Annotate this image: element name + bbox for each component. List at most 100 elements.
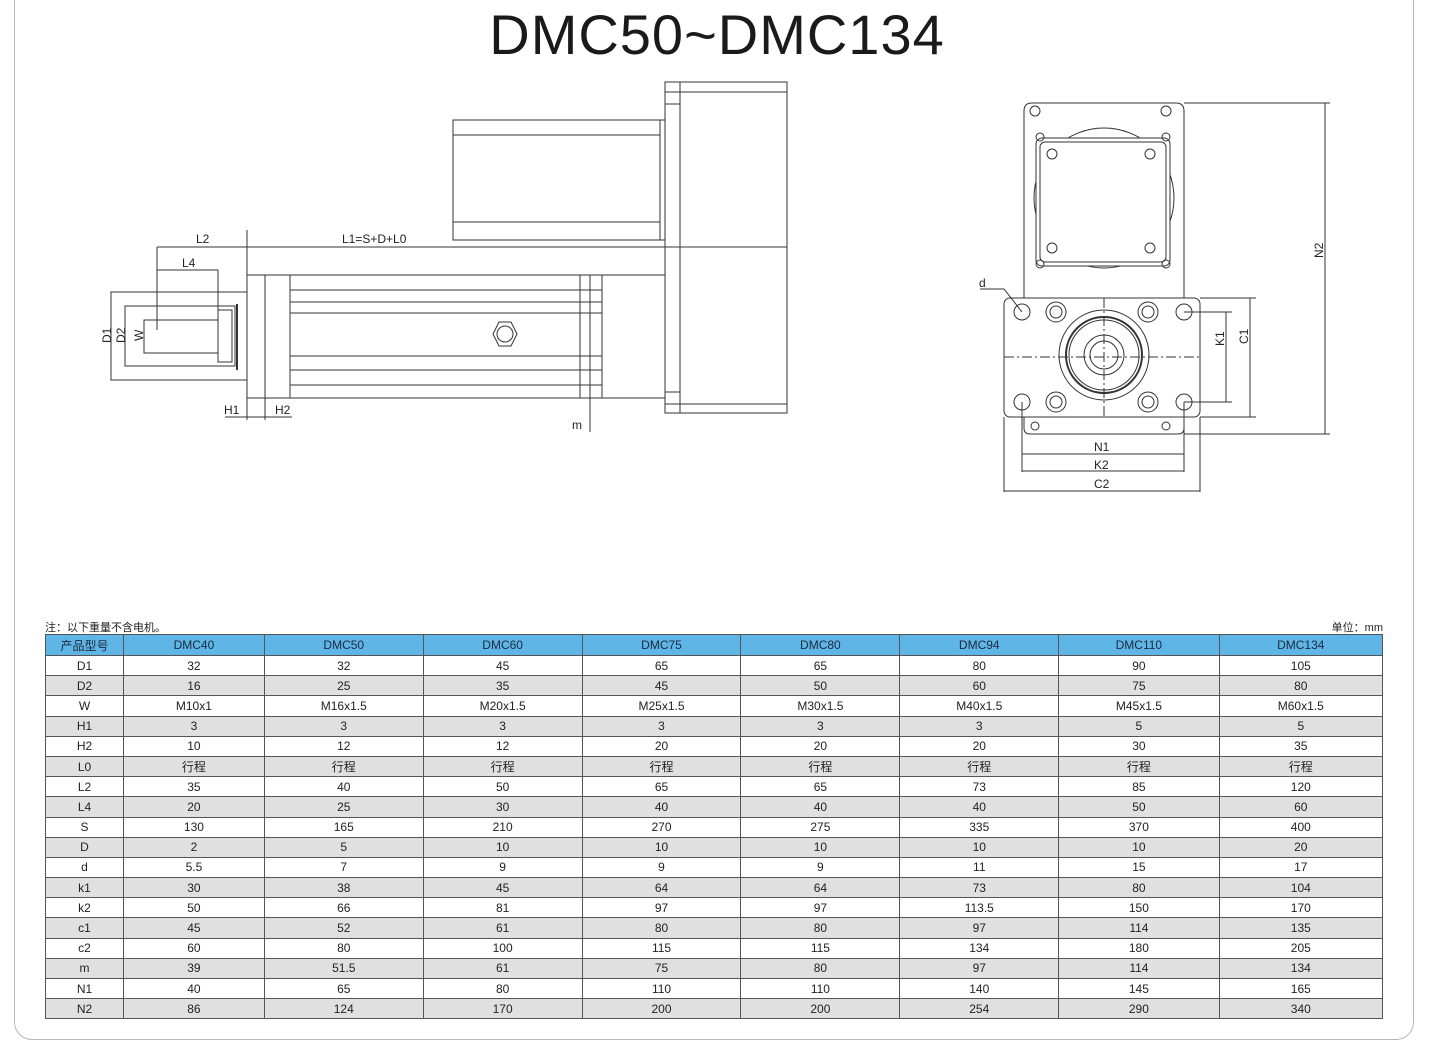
table-cell: 行程: [581, 755, 742, 778]
table-cell: 110: [740, 977, 901, 1000]
table-cell: 3: [899, 715, 1060, 737]
table-cell: 3: [740, 715, 901, 737]
label-H2: H2: [275, 403, 291, 417]
table-cell: 30: [123, 877, 265, 899]
table-cell: 38: [263, 877, 424, 899]
table-cell: 80: [1218, 675, 1384, 697]
table-cell: 61: [422, 957, 583, 980]
table-cell: 134: [899, 937, 1060, 959]
table-cell: 65: [581, 654, 742, 677]
table-cell: 10: [1058, 836, 1220, 858]
table-cell: 81: [422, 897, 583, 919]
table-cell: 25: [263, 796, 424, 818]
table-cell: M45x1.5: [1058, 695, 1220, 717]
table-cell: 行程: [1218, 755, 1384, 778]
label-L1: L1=S+D+L0: [342, 232, 407, 246]
table-cell: 60: [899, 675, 1060, 697]
table-cell: 80: [740, 957, 901, 980]
table-cell: 270: [581, 816, 742, 838]
table-cell: 9: [581, 856, 742, 879]
table-cell: 12: [263, 735, 424, 757]
table-cell: 30: [1058, 735, 1220, 757]
table-cell: 50: [123, 897, 265, 919]
page-frame: [14, 0, 1414, 1040]
table-cell: 50: [740, 675, 901, 697]
table-cell: M25x1.5: [581, 695, 742, 717]
table-cell: 114: [1058, 917, 1220, 939]
table-cell: 115: [740, 937, 901, 959]
row-param: m: [45, 957, 124, 980]
table-cell: 100: [422, 937, 583, 959]
table-cell: 行程: [740, 755, 901, 778]
label-W: W: [132, 329, 146, 341]
table-cell: 124: [263, 998, 424, 1020]
table-cell: 5: [1218, 715, 1384, 737]
row-param: H2: [45, 735, 124, 757]
table-cell: 170: [1218, 897, 1384, 919]
table-cell: 97: [899, 957, 1060, 980]
table-cell: 335: [899, 816, 1060, 838]
table-cell: 10: [422, 836, 583, 858]
table-cell: 32: [123, 654, 265, 677]
table-cell: 86: [123, 998, 265, 1020]
table-cell: 80: [422, 977, 583, 1000]
side-view-drawing: L2 L1=S+D+L0 L4 D1 D2 W H1 H2 m: [100, 81, 788, 432]
table-cell: 61: [422, 917, 583, 939]
table-cell: 51.5: [263, 957, 424, 980]
header-dmc134: DMC134: [1218, 634, 1384, 656]
row-param: k1: [45, 877, 124, 899]
header-dmc40: DMC40: [123, 634, 265, 656]
header-dmc94: DMC94: [899, 634, 1060, 656]
row-param: H1: [45, 715, 124, 737]
page-title: DMC50~DMC134: [489, 3, 945, 66]
table-cell: 20: [1218, 836, 1384, 858]
table-cell: 35: [422, 675, 583, 697]
header-dmc80: DMC80: [740, 634, 901, 656]
table-cell: 65: [740, 654, 901, 677]
table-cell: 10: [740, 836, 901, 858]
table-cell: 17: [1218, 856, 1384, 879]
table-cell: 12: [422, 735, 583, 757]
table-cell: 5: [1058, 715, 1220, 737]
table-cell: 45: [422, 654, 583, 677]
row-param: D: [45, 836, 124, 858]
row-param: L4: [45, 796, 124, 818]
table-cell: 80: [263, 937, 424, 959]
table-cell: 85: [1058, 776, 1220, 798]
table-cell: 120: [1218, 776, 1384, 798]
table-cell: M10x1: [123, 695, 265, 717]
table-cell: 150: [1058, 897, 1220, 919]
label-N1: N1: [1094, 440, 1110, 454]
table-cell: 行程: [422, 755, 583, 778]
table-cell: 340: [1218, 998, 1384, 1020]
table-cell: M30x1.5: [740, 695, 901, 717]
table-cell: 50: [1058, 796, 1220, 818]
label-d: d: [979, 276, 986, 290]
table-cell: 134: [1218, 957, 1384, 980]
table-cell: 64: [581, 877, 742, 899]
table-cell: 50: [422, 776, 583, 798]
table-cell: 40: [581, 796, 742, 818]
table-cell: 行程: [1058, 755, 1220, 778]
row-param: S: [45, 816, 124, 838]
table-cell: 130: [123, 816, 265, 838]
table-cell: 90: [1058, 654, 1220, 677]
table-cell: 60: [123, 937, 265, 959]
table-cell: 15: [1058, 856, 1220, 879]
table-cell: 65: [740, 776, 901, 798]
row-param: N2: [45, 998, 124, 1020]
table-cell: 370: [1058, 816, 1220, 838]
